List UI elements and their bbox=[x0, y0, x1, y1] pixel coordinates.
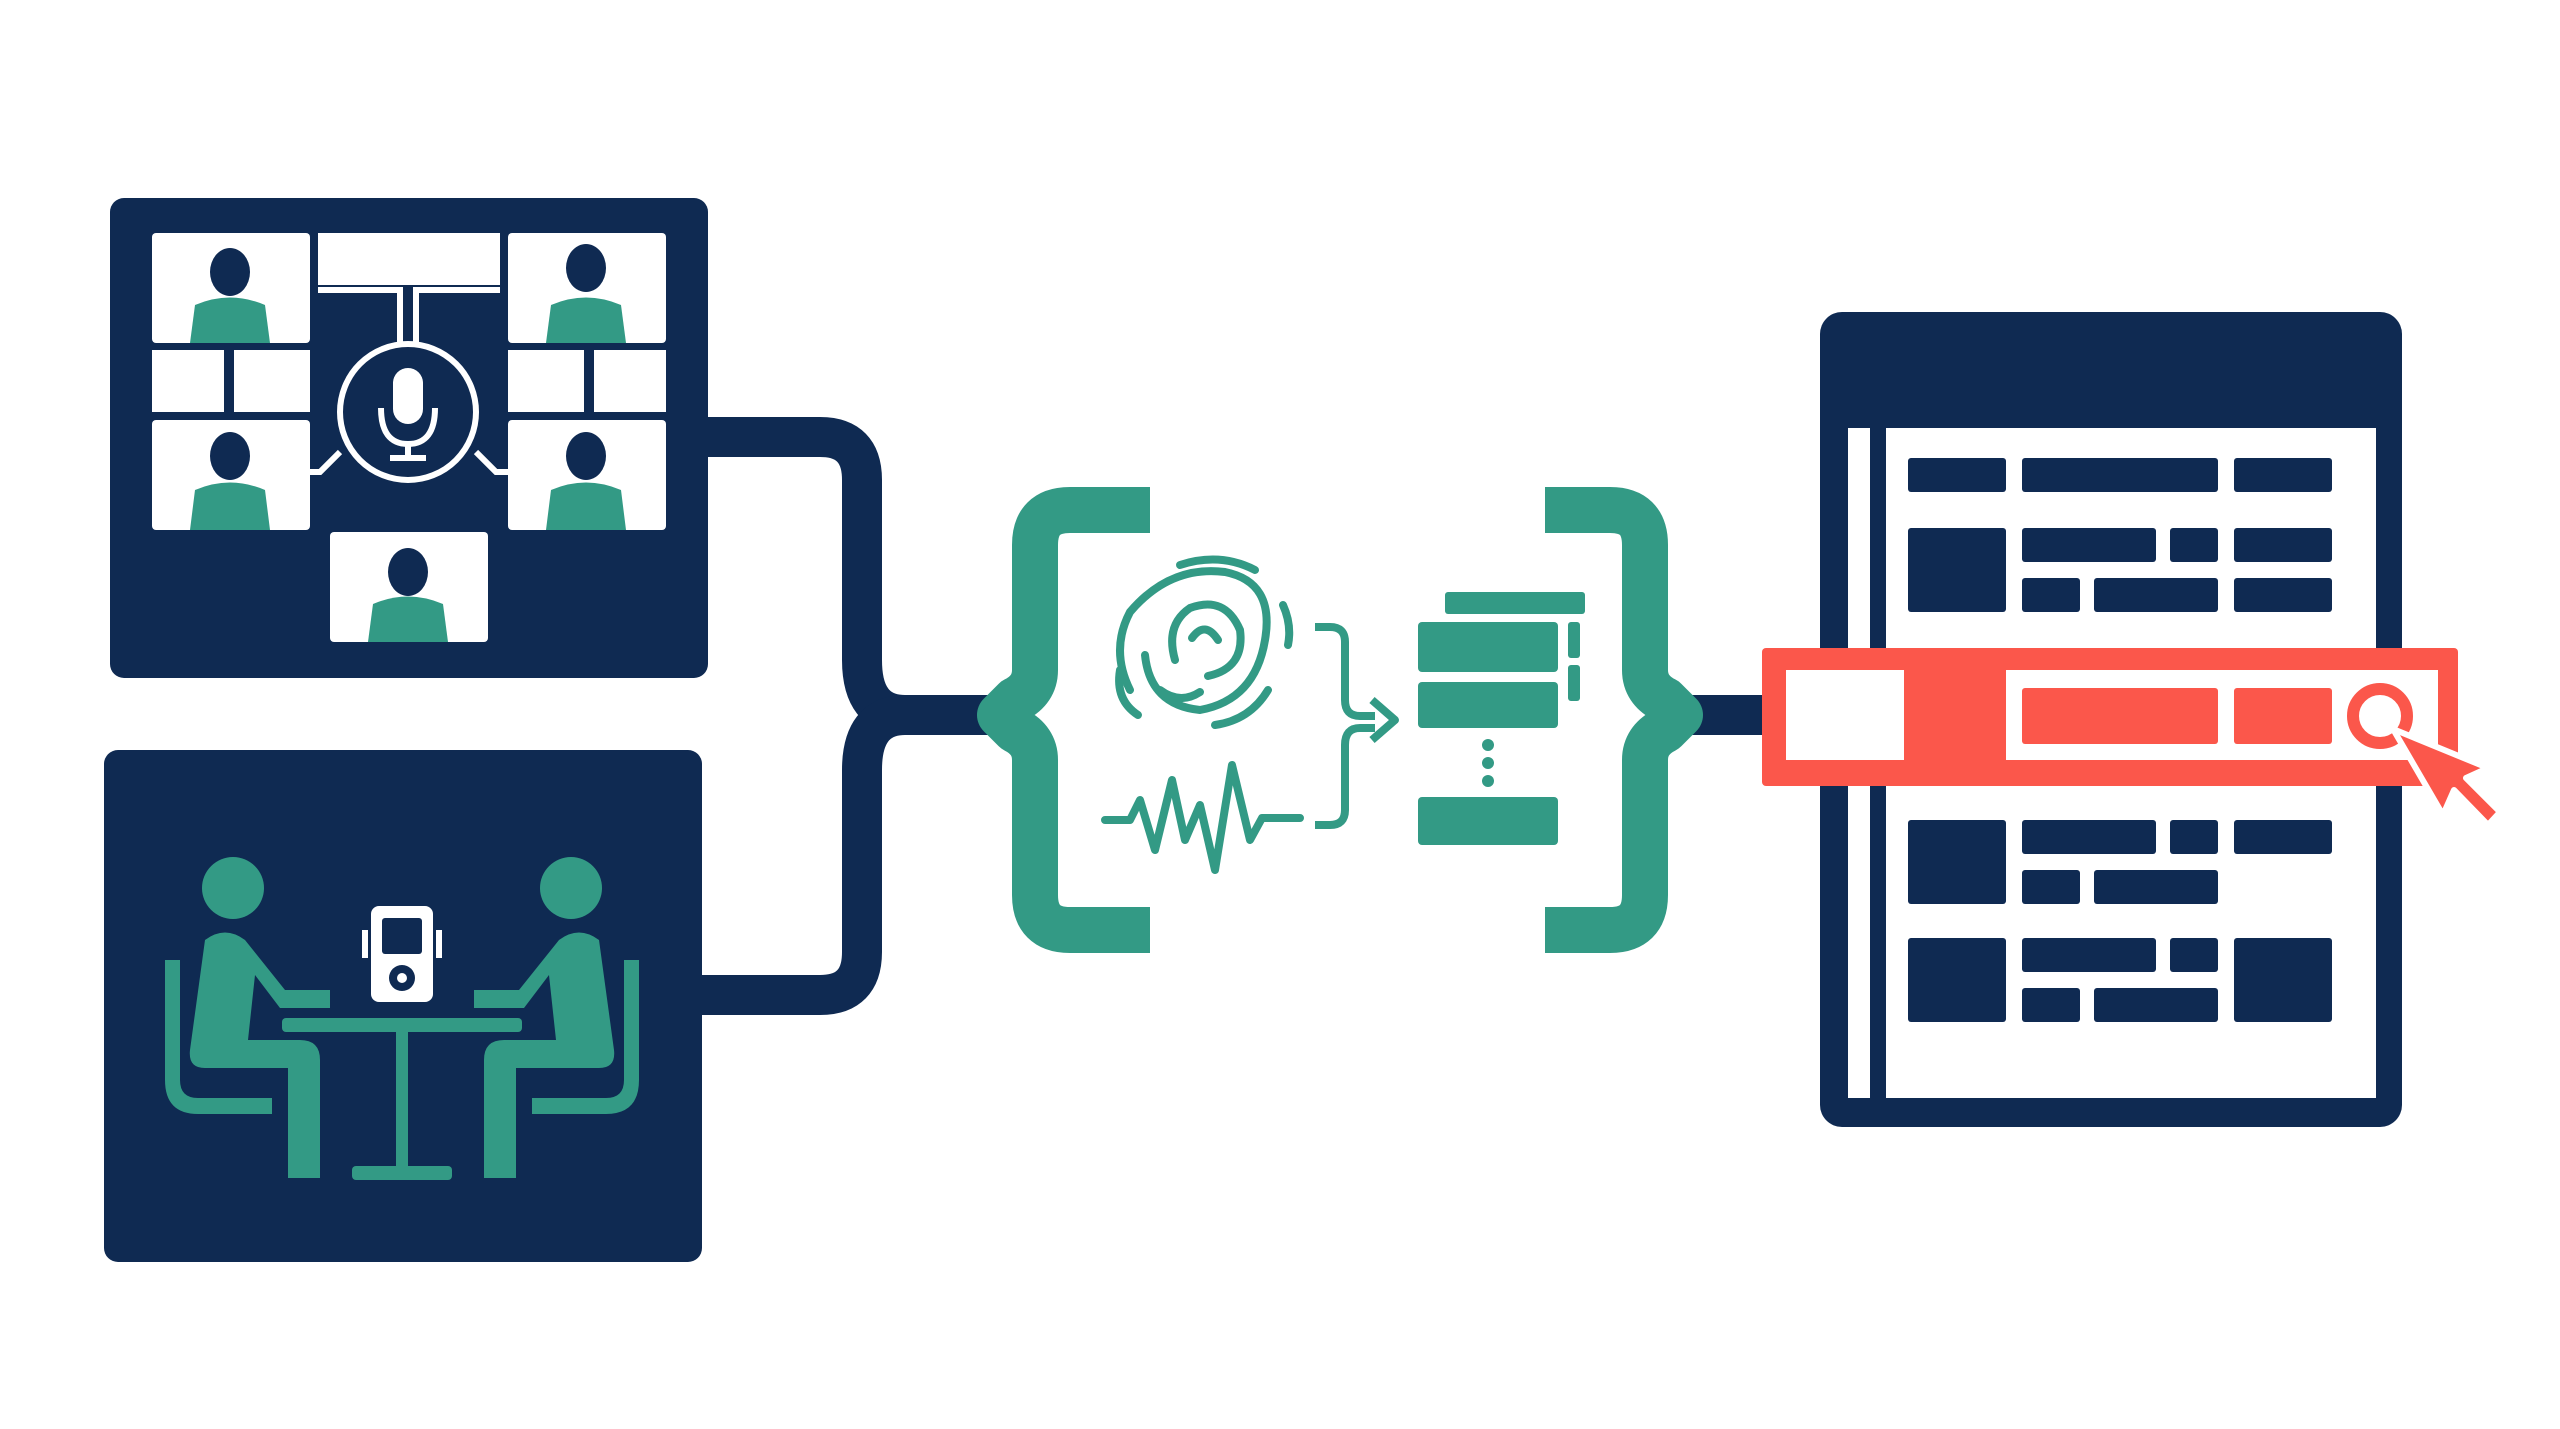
table-row bbox=[1908, 938, 2332, 1022]
voice-recorder-icon bbox=[362, 906, 442, 1002]
person-left-head bbox=[202, 857, 264, 919]
in-person-panel bbox=[104, 750, 702, 1262]
video-call-panel bbox=[110, 198, 708, 678]
processing-bracket bbox=[977, 487, 1703, 953]
chair-right bbox=[532, 960, 639, 1114]
video-conference-grid-icon bbox=[152, 233, 666, 642]
click-ripple-icon bbox=[2347, 683, 2413, 749]
microphone-icon bbox=[337, 341, 479, 483]
merge-arrow-icon bbox=[1315, 623, 1399, 829]
table-row bbox=[1908, 528, 2332, 612]
person-right-body bbox=[474, 932, 615, 1178]
results-table bbox=[1762, 312, 2503, 1127]
person-right-head bbox=[540, 857, 602, 919]
connector-inperson-to-process bbox=[695, 695, 1000, 1015]
sound-wave-icon bbox=[1101, 761, 1304, 874]
chair-left bbox=[165, 960, 272, 1114]
table-rows bbox=[1908, 458, 2332, 1022]
in-person-interview-recorder-icon bbox=[165, 857, 639, 1180]
person-left-body bbox=[189, 932, 330, 1178]
fingerprint-icon bbox=[1115, 555, 1294, 729]
bracket-left bbox=[977, 487, 1150, 953]
bracket-right bbox=[1545, 487, 1703, 953]
connector-video-to-process bbox=[700, 417, 1000, 735]
table-leg bbox=[396, 1032, 408, 1172]
table-base bbox=[352, 1166, 452, 1180]
table-row bbox=[1908, 458, 2332, 492]
data-stack-icon bbox=[1418, 592, 1585, 845]
table-top bbox=[282, 1018, 522, 1032]
pointer-cursor-icon bbox=[2347, 683, 2503, 828]
table-row bbox=[1908, 820, 2332, 904]
highlighted-table-row[interactable] bbox=[1762, 648, 2458, 786]
